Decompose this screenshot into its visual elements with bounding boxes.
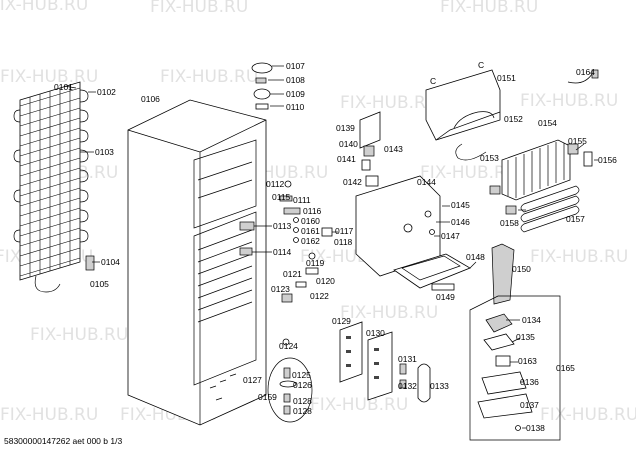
label-0119: 0119 (306, 258, 325, 268)
thermostat-group (359, 111, 381, 187)
watermark: FIX-HUB.RU (150, 0, 248, 17)
label-0143: 0143 (384, 144, 403, 154)
label-0162: 0162 (301, 236, 320, 246)
watermark: FIX-HUB.RU (440, 0, 538, 17)
label-0133: 0133 (430, 381, 449, 391)
label-0128-b: 0128 (293, 406, 312, 416)
label-0146: 0146 (451, 217, 470, 227)
label-0148: 0148 (466, 252, 485, 262)
bottom-small-parts (209, 357, 313, 423)
label-0150: 0150 (512, 264, 531, 274)
label-0140: 0140 (339, 139, 358, 149)
label-0118: 0118 (334, 237, 353, 247)
label-0152: 0152 (504, 114, 523, 124)
label-0117: 0117 (335, 226, 354, 236)
compressor-bracket: C C (425, 60, 501, 161)
label-0111: 0111 (293, 195, 311, 205)
label-0128-a: 0128 (293, 396, 312, 406)
label-0136: 0136 (520, 377, 539, 387)
label-0114: 0114 (273, 247, 292, 257)
control-panel (355, 175, 515, 305)
label-0151: 0151 (497, 73, 516, 83)
label-0129: 0129 (332, 316, 351, 326)
watermark: FIX-HUB.RU (340, 303, 438, 323)
label-0104: 0104 (101, 257, 120, 267)
watermark: FIX-HUB.RU (420, 163, 518, 183)
label-0115: 0115 (272, 192, 291, 202)
label-0147: 0147 (441, 231, 460, 241)
label-0163: 0163 (518, 356, 537, 366)
label-0109: 0109 (286, 89, 305, 99)
refrigerator-cabinet (127, 99, 267, 426)
label-0105: 0105 (90, 279, 109, 289)
label-0141: 0141 (337, 154, 356, 164)
label-0137: 0137 (520, 400, 539, 410)
label-0127: 0127 (243, 375, 262, 385)
label-0156: 0156 (598, 155, 617, 165)
label-0158: 0158 (500, 218, 519, 228)
label-0103: 0103 (95, 147, 114, 157)
watermark: FIX-HUB.RU (540, 405, 636, 425)
label-0130: 0130 (366, 328, 385, 338)
label-0155: 0155 (568, 136, 587, 146)
label-0110: 0110 (286, 102, 305, 112)
label-0112: 0112 (266, 179, 285, 189)
leader-lines (63, 65, 598, 429)
label-0106: 0106 (141, 94, 160, 104)
watermark: FIX-HUB.RU (0, 405, 98, 425)
label-0101: 0101 (54, 82, 73, 92)
label-0160: 0160 (301, 216, 320, 226)
door-rails (339, 321, 431, 403)
label-0161: 0161 (301, 226, 320, 236)
label-0120: 0120 (316, 276, 335, 286)
label-0132: 0132 (398, 381, 417, 391)
label-0135: 0135 (516, 332, 535, 342)
label-0108: 0108 (286, 75, 305, 85)
label-0131: 0131 (398, 354, 417, 364)
label-0125: 0125 (292, 370, 311, 380)
label-0145: 0145 (451, 200, 470, 210)
watermark: FIX-HUB.RU (0, 0, 88, 15)
label-0102: 0102 (97, 87, 116, 97)
label-0142: 0142 (343, 177, 362, 187)
label-0154: 0154 (538, 118, 557, 128)
label-0153: 0153 (480, 153, 499, 163)
label-0138: 0138 (526, 423, 545, 433)
condenser (13, 81, 95, 293)
label-cA: C (430, 76, 436, 86)
watermark: FIX-HUB.RU (520, 91, 618, 111)
label-0124: 0124 (279, 341, 298, 351)
label-0121: 0121 (283, 269, 302, 279)
label-0107: 0107 (286, 61, 305, 71)
label-0165: 0165 (556, 363, 575, 373)
label-0164: 0164 (576, 67, 595, 77)
label-0126: 0126 (293, 380, 312, 390)
dispenser-group (469, 295, 561, 441)
watermark: FIX-HUB.RU (340, 93, 438, 113)
watermark: FIX-HUB.RU (0, 67, 98, 87)
part-labels: 0101 0102 0103 0104 0105 0106 0107 0108 … (54, 61, 617, 433)
label-0157: 0157 (566, 214, 585, 224)
label-0123: 0123 (271, 284, 290, 294)
watermark: FIX-HUB.RU (160, 67, 258, 87)
evaporator-unit (489, 69, 599, 233)
label-0149: 0149 (436, 292, 455, 302)
center-small-parts (279, 180, 333, 346)
label-0134: 0134 (522, 315, 541, 325)
label-0139: 0139 (336, 123, 355, 133)
document-code: 58300000147262 aet 000 b 1/3 (4, 436, 122, 446)
label-cB: C (478, 60, 484, 70)
label-0113: 0113 (273, 221, 292, 231)
watermark: FIX-HUB.RU (310, 395, 408, 415)
label-0116: 0116 (303, 206, 322, 216)
label-0122: 0122 (310, 291, 329, 301)
watermark: FIX-HUB.RU (30, 325, 128, 345)
watermark: FIX-HUB.RU (530, 247, 628, 267)
label-0159: 0159 (258, 392, 277, 402)
top-parts (251, 62, 273, 110)
label-0144: 0144 (417, 177, 436, 187)
